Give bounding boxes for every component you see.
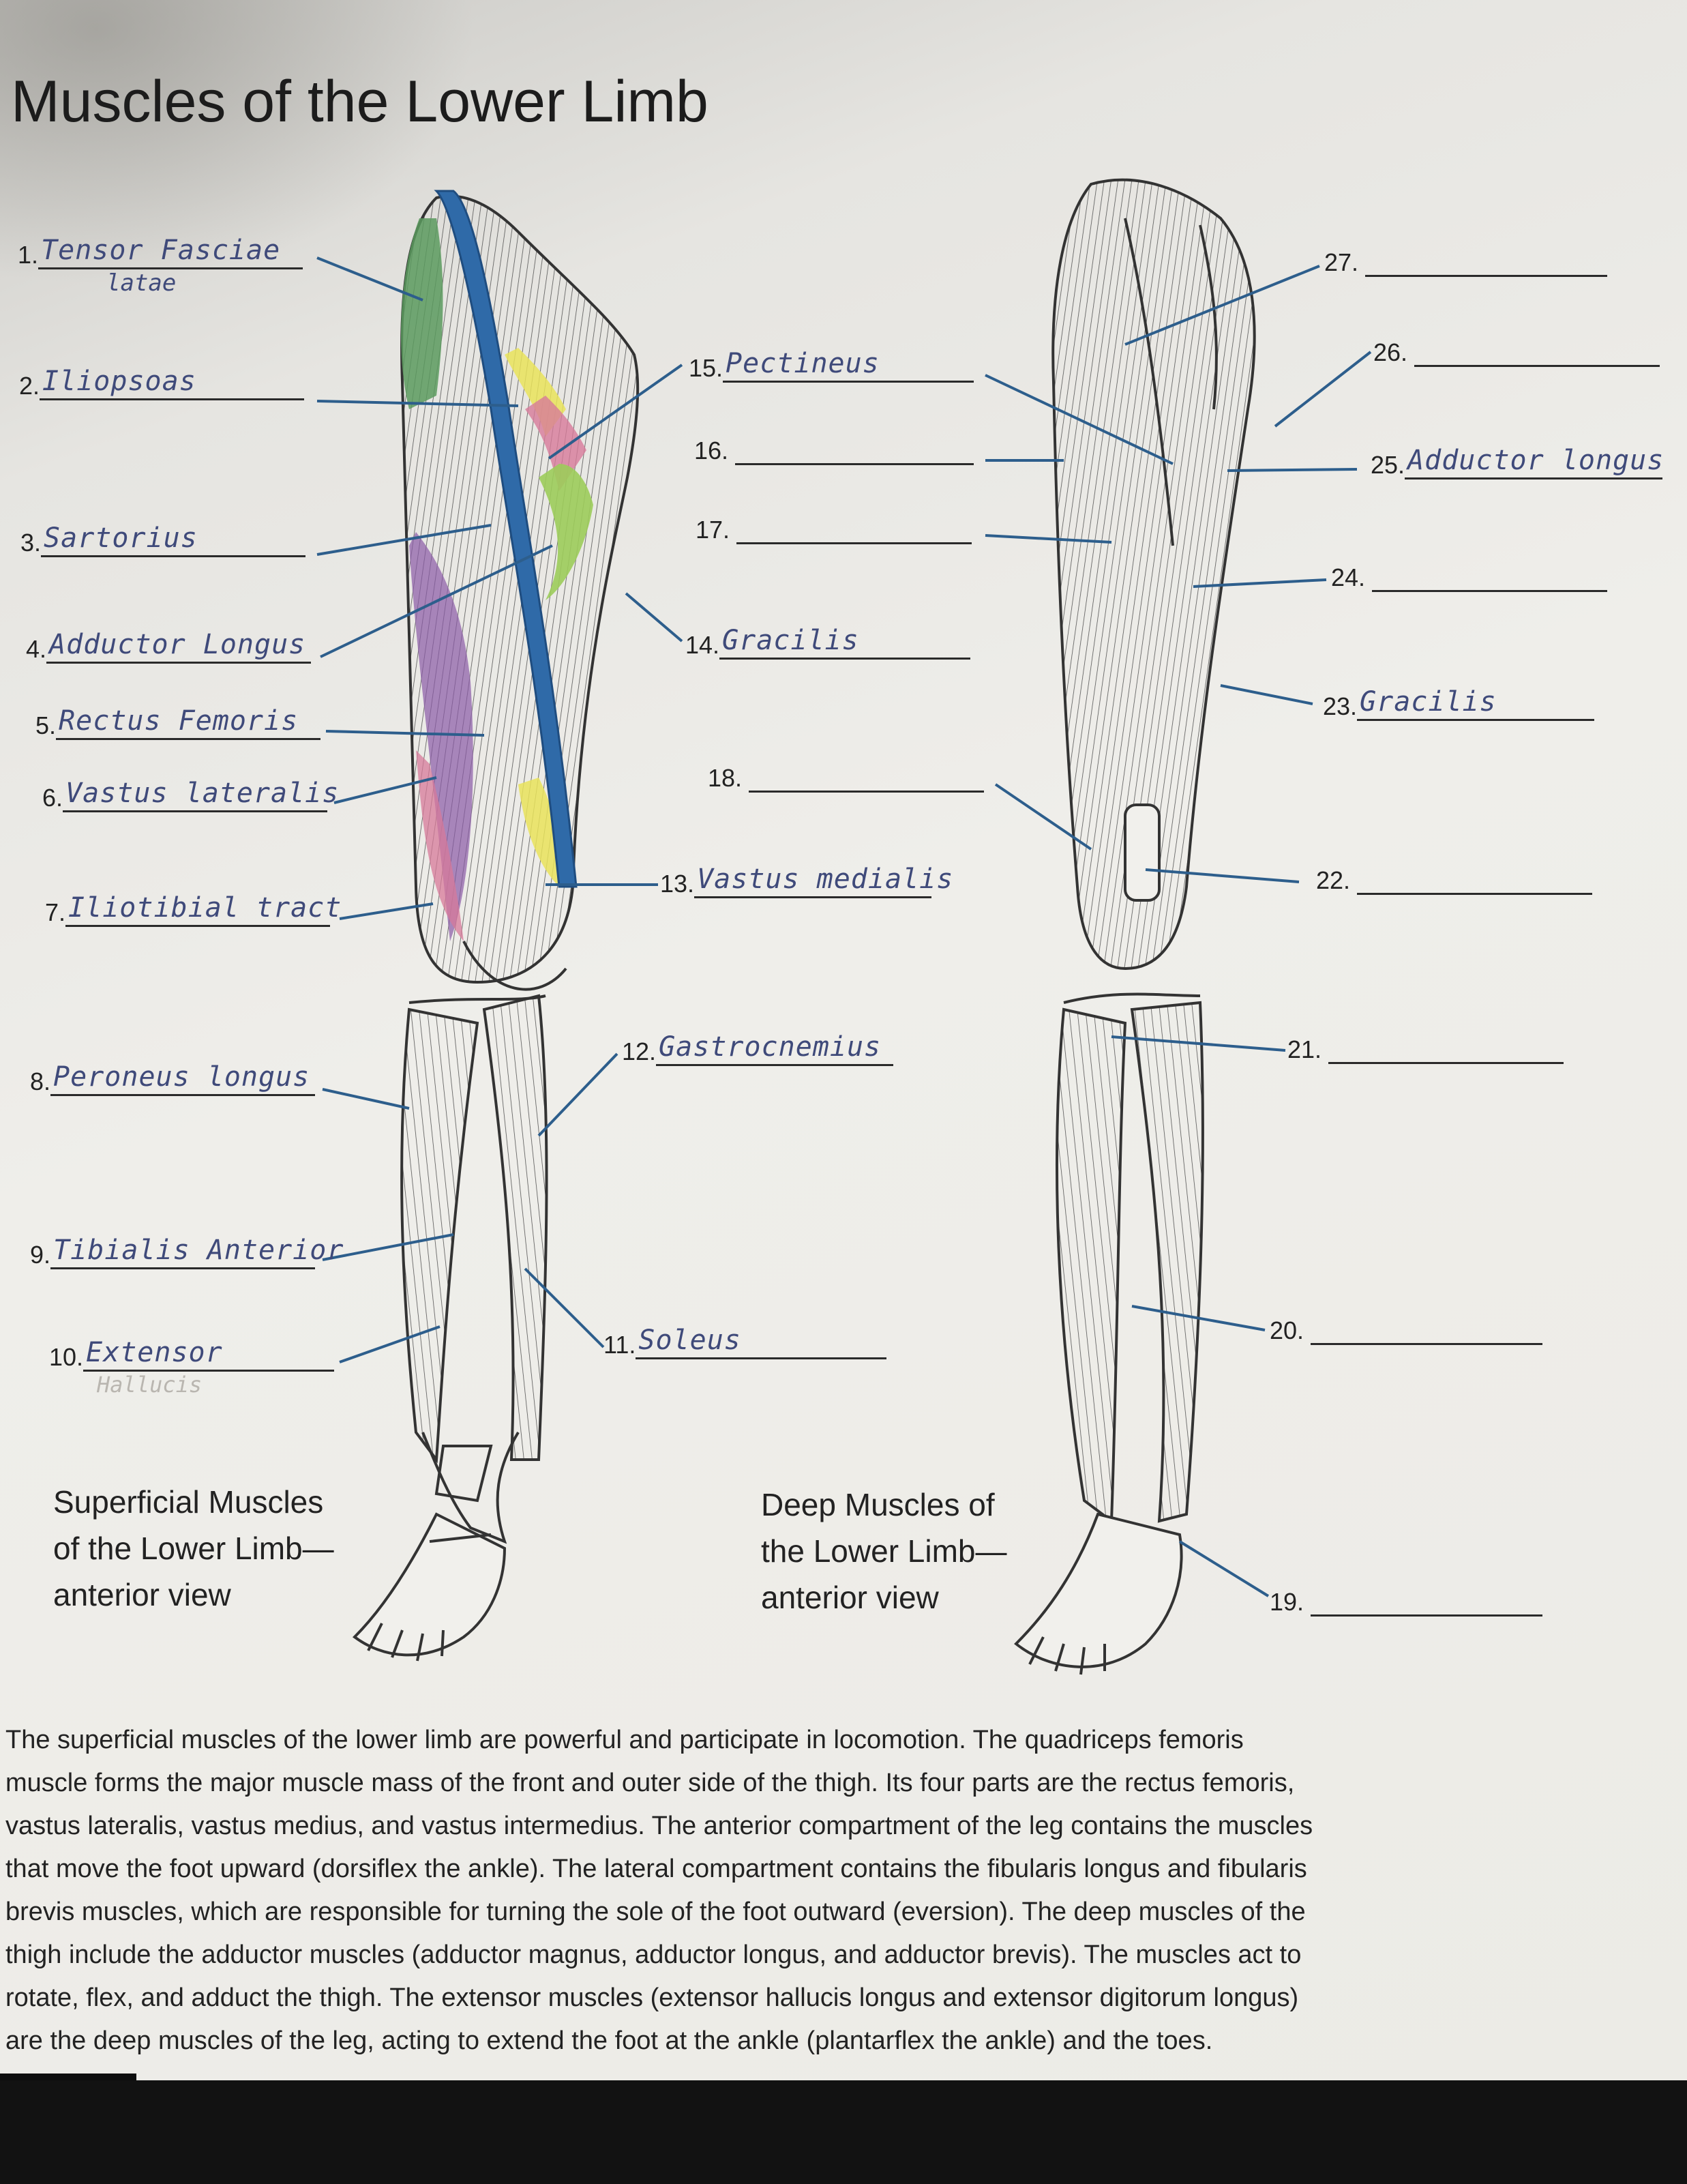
superficial-leg-drawing	[355, 191, 638, 1661]
answer-27[interactable]	[1365, 261, 1607, 277]
label-20: 20.	[1270, 1316, 1542, 1345]
label-17: 17.	[696, 516, 972, 544]
label-9: 9.Tibialis Anterior	[30, 1235, 315, 1269]
label-23: 23.Gracilis	[1323, 686, 1594, 721]
answer-16[interactable]	[735, 449, 974, 465]
answer-17[interactable]	[736, 529, 972, 544]
answer-10-cont: Hallucis	[97, 1372, 334, 1398]
label-14: 14.Gracilis	[685, 625, 970, 660]
answer-2[interactable]: Iliopsoas	[40, 366, 304, 400]
superficial-caption: Superficial Muscles of the Lower Limb— a…	[53, 1479, 334, 1618]
answer-11[interactable]: Soleus	[636, 1325, 886, 1359]
answer-10[interactable]: Extensor	[83, 1337, 334, 1372]
label-22: 22.	[1316, 866, 1592, 895]
answer-24[interactable]	[1372, 576, 1607, 592]
answer-8[interactable]: Peroneus longus	[50, 1061, 315, 1096]
answer-22[interactable]	[1357, 879, 1592, 895]
label-3: 3.Sartorius	[20, 522, 305, 557]
answer-1-cont: latae	[106, 269, 303, 297]
label-1: 1.Tensor Fasciae latae	[18, 235, 303, 297]
label-19: 19.	[1270, 1588, 1542, 1617]
answer-9[interactable]: Tibialis Anterior	[50, 1235, 315, 1269]
label-7: 7.Iliotibial tract	[45, 892, 330, 927]
label-4: 4.Adductor Longus	[26, 629, 311, 664]
deep-caption: Deep Muscles of the Lower Limb— anterior…	[761, 1481, 1007, 1621]
label-8: 8.Peroneus longus	[30, 1061, 315, 1096]
label-2: 2.Iliopsoas	[19, 366, 304, 400]
description-paragraph: The superficial muscles of the lower lim…	[5, 1719, 1472, 2063]
label-16: 16.	[694, 437, 974, 465]
answer-19[interactable]	[1311, 1601, 1542, 1617]
answer-5[interactable]: Rectus Femoris	[56, 705, 320, 740]
answer-3[interactable]: Sartorius	[41, 522, 305, 557]
answer-14[interactable]: Gracilis	[719, 625, 970, 660]
deep-leg-drawing	[1016, 180, 1255, 1674]
answer-1[interactable]: Tensor Fasciae	[38, 235, 303, 269]
answer-20[interactable]	[1311, 1329, 1542, 1345]
label-24: 24.	[1331, 563, 1607, 592]
label-25: 25.Adductor longus	[1371, 445, 1662, 479]
label-13: 13.Vastus medialis	[660, 864, 931, 898]
label-12: 12.Gastrocnemius	[622, 1031, 893, 1066]
label-5: 5.Rectus Femoris	[35, 705, 320, 740]
label-26: 26.	[1373, 338, 1660, 367]
answer-23[interactable]: Gracilis	[1357, 686, 1594, 721]
label-6: 6.Vastus lateralis	[42, 778, 327, 812]
answer-26[interactable]	[1414, 351, 1660, 367]
answer-6[interactable]: Vastus lateralis	[63, 778, 327, 812]
label-18: 18.	[708, 764, 984, 793]
answer-21[interactable]	[1328, 1048, 1564, 1064]
answer-7[interactable]: Iliotibial tract	[65, 892, 330, 927]
label-27: 27.	[1324, 248, 1607, 277]
label-10: 10.Extensor Hallucis	[49, 1337, 334, 1398]
answer-15[interactable]: Pectineus	[723, 348, 974, 383]
answer-25[interactable]: Adductor longus	[1405, 445, 1662, 479]
answer-13[interactable]: Vastus medialis	[694, 864, 931, 898]
answer-4[interactable]: Adductor Longus	[46, 629, 311, 664]
label-11: 11.Soleus	[603, 1325, 886, 1359]
label-15: 15.Pectineus	[689, 348, 974, 383]
label-21: 21.	[1287, 1035, 1564, 1064]
answer-18[interactable]	[749, 777, 984, 793]
answer-12[interactable]: Gastrocnemius	[656, 1031, 893, 1066]
